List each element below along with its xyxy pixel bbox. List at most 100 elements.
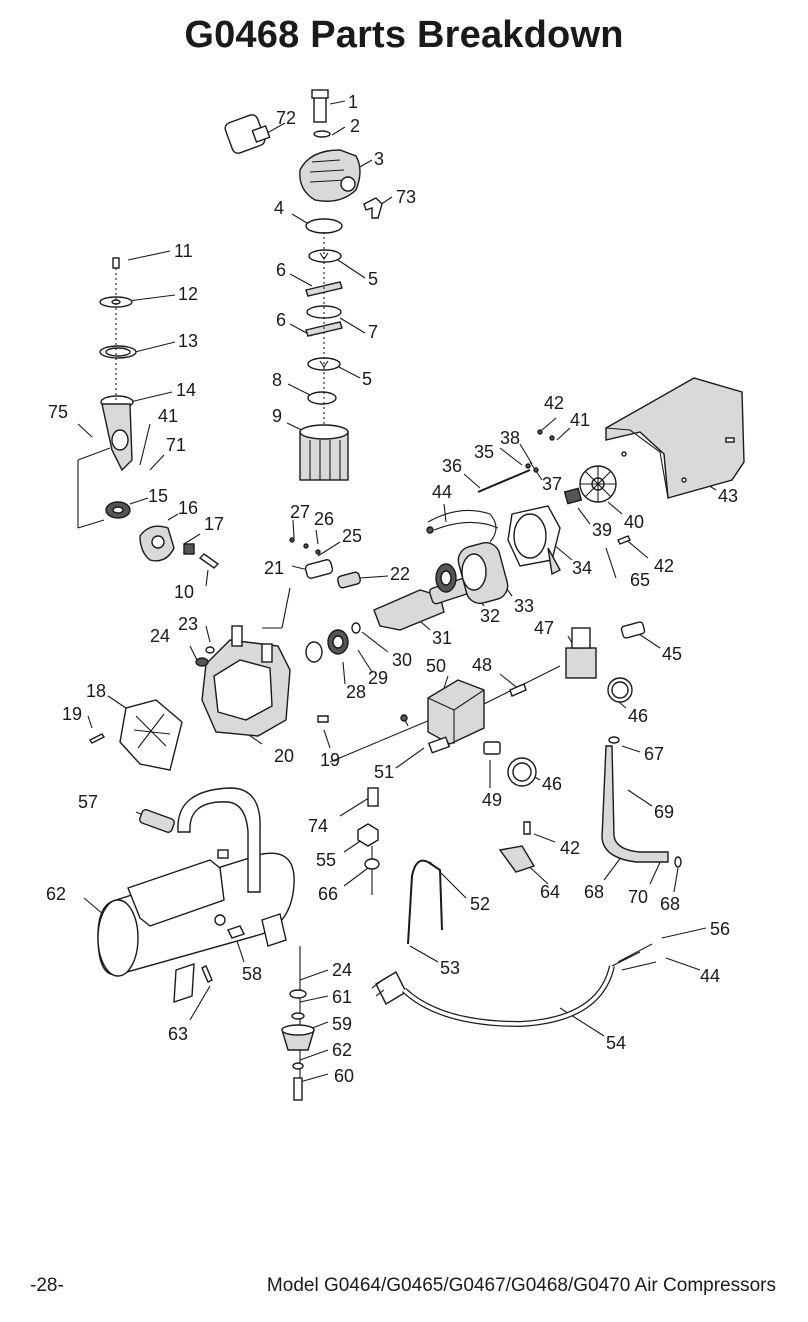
motor-shroud-part	[605, 377, 745, 499]
callout-label: 23	[178, 614, 198, 634]
callout-label: 35	[474, 442, 494, 462]
callout-label: 40	[624, 512, 644, 532]
callout-label: 48	[472, 655, 492, 675]
callout-label: 25	[342, 526, 362, 546]
callout-label: 43	[718, 486, 738, 506]
callout-label: 27	[290, 502, 310, 522]
callout-label: 33	[514, 596, 534, 616]
callout-label: 34	[572, 558, 592, 578]
callout-label: 57	[78, 792, 98, 812]
wrist-pin-parts	[289, 537, 361, 589]
callout-label: 53	[440, 958, 460, 978]
callout-label: 38	[500, 428, 520, 448]
motor-stator-parts	[435, 541, 509, 605]
cylinder-head-part	[299, 149, 361, 202]
callout-label: 41	[570, 410, 590, 430]
callout-label: 47	[534, 618, 554, 638]
discharge-tube-part	[407, 859, 443, 945]
callout-label: 4	[274, 198, 284, 218]
callout-label: 46	[628, 706, 648, 726]
callout-label: 17	[204, 514, 224, 534]
callout-label: 9	[272, 406, 282, 426]
callout-label: 39	[592, 520, 612, 540]
callout-label: 69	[654, 802, 674, 822]
elbow-fitting-part	[363, 197, 383, 219]
callout-label: 58	[242, 964, 262, 984]
crankcase-part	[195, 625, 291, 737]
model-line: Model G0464/G0465/G0467/G0468/G0470 Air …	[266, 1275, 776, 1296]
callout-label: 6	[276, 260, 286, 280]
callout-label: 44	[700, 966, 720, 986]
regulator-assembly	[483, 621, 646, 787]
callout-label: 52	[470, 894, 490, 914]
page-number: -28-	[30, 1275, 64, 1296]
callout-label: 68	[660, 894, 680, 914]
power-cord-part	[371, 943, 657, 1028]
callout-label: 5	[362, 369, 372, 389]
callout-label: 30	[392, 650, 412, 670]
callout-label: 46	[542, 774, 562, 794]
callout-label: 44	[432, 482, 452, 502]
head-bolt-part	[311, 89, 331, 138]
callout-label: 54	[606, 1033, 626, 1053]
callout-label: 10	[174, 582, 194, 602]
callout-label: 19	[62, 704, 82, 724]
crankshaft-assembly	[305, 575, 478, 663]
callout-label: 59	[332, 1014, 352, 1034]
callout-label: 55	[316, 850, 336, 870]
callout-label: 22	[390, 564, 410, 584]
connecting-rod-stack	[99, 257, 137, 519]
callout-label: 68	[584, 882, 604, 902]
callout-label: 42	[654, 556, 674, 576]
callout-label: 16	[178, 498, 198, 518]
valve-fittings	[357, 787, 380, 870]
tank-foot-parts	[281, 989, 315, 1101]
callout-label: 51	[374, 762, 394, 782]
callout-label: 62	[46, 884, 66, 904]
callout-label: 15	[148, 486, 168, 506]
callout-labels: 1 2 3 4 5 5 6 6 7 8 9 10 11 12 13 14 15 …	[46, 92, 738, 1086]
callout-label: 18	[86, 681, 106, 701]
air-tank-part	[97, 787, 295, 1003]
callout-label: 60	[334, 1066, 354, 1086]
callout-label: 1	[348, 92, 358, 112]
callout-label: 74	[308, 816, 328, 836]
callout-label: 42	[560, 838, 580, 858]
callout-label: 8	[272, 370, 282, 390]
part-drawings	[88, 89, 745, 1101]
callout-label: 67	[644, 744, 664, 764]
callout-label: 70	[628, 887, 648, 907]
callout-label: 11	[174, 241, 193, 261]
valve-plate-stack	[305, 218, 343, 426]
callout-label: 63	[168, 1024, 188, 1044]
screw-19b-part	[317, 715, 329, 723]
callout-label: 73	[396, 187, 416, 207]
callout-label: 13	[178, 331, 198, 351]
callout-label: 42	[544, 393, 564, 413]
hose-part	[601, 745, 669, 863]
page-title: G0468 Parts Breakdown	[184, 14, 624, 56]
callout-label: 2	[350, 116, 360, 136]
callout-label: 12	[178, 284, 198, 304]
screw-19-part	[88, 733, 106, 744]
motor-housing-parts	[426, 505, 561, 576]
callout-label: 36	[442, 456, 462, 476]
clamp-parts	[498, 821, 536, 873]
callout-label: 31	[432, 628, 452, 648]
counterweight-part	[139, 525, 220, 569]
fan-parts	[563, 465, 631, 545]
callout-label: 32	[480, 606, 500, 626]
callout-label: 29	[368, 668, 388, 688]
callout-label: 20	[274, 746, 294, 766]
through-rod-part	[477, 469, 531, 493]
callout-label: 3	[374, 149, 384, 169]
callout-label: 26	[314, 509, 334, 529]
pressure-switch-part	[400, 679, 485, 754]
callout-label: 24	[150, 626, 170, 646]
callout-label: 5	[368, 269, 378, 289]
callout-label: 71	[166, 435, 186, 455]
callout-label: 62	[332, 1040, 352, 1060]
callout-label: 6	[276, 310, 286, 330]
callout-label: 19	[320, 750, 340, 770]
